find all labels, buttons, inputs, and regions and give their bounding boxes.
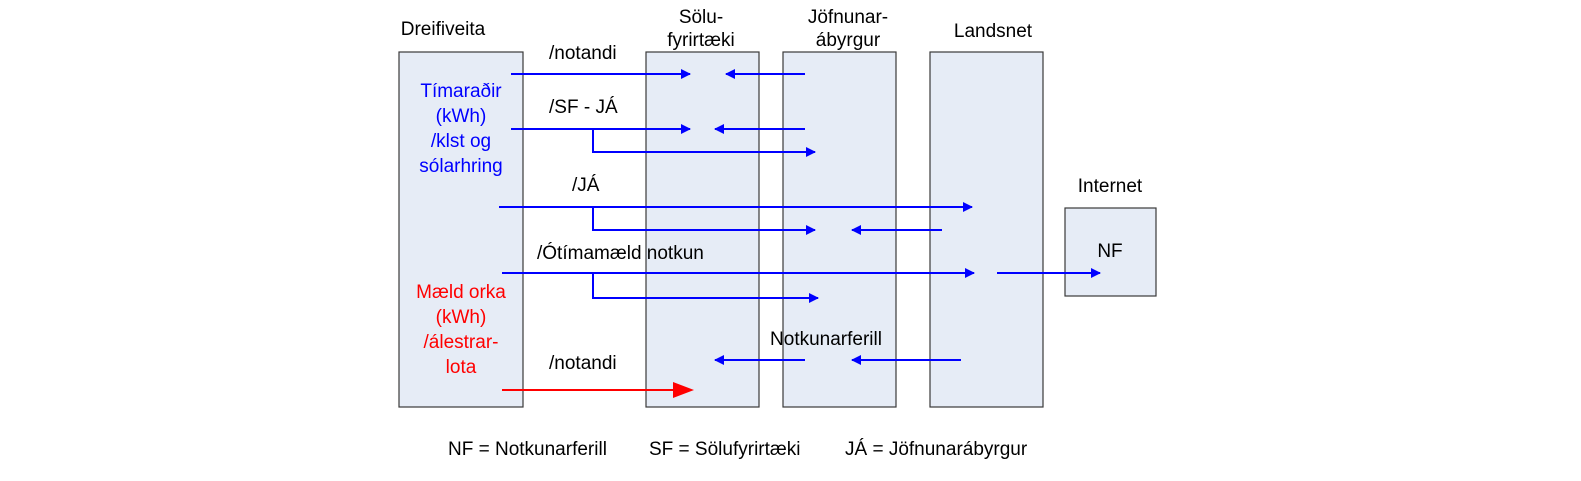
legend-nf: NF = Notkunarferill [448,439,607,460]
arrow-sf-ja-to-jofnunarabyrgur [592,129,816,157]
flow-label-notandi-bottom: /notandi [549,353,617,374]
arrow-maeld-orka-head [673,382,694,398]
arrow-ja-to-jofnunarabyrgur [592,207,816,235]
dreifiveita-box [398,51,524,408]
flow-label-sf-ja: /SF - JÁ [549,97,618,118]
flow-label-otimamaeld: /Ótímamæld notkun [537,242,704,264]
jofnunarabyrgur-header-line2: ábyrgur [816,30,881,51]
maeld-orka-text-line2: (kWh) [436,307,487,328]
internet-box-label: NF [1097,241,1122,262]
flow-label-notkunarferill: Notkunarferill [770,329,882,350]
landsnet-box [929,51,1044,408]
legend-ja: JÁ = Jöfnunarábyrgur [845,439,1028,460]
timaradir-text-line2: (kWh) [436,106,487,127]
maeld-orka-text-line1: Mæld orka [416,282,506,303]
timaradir-text-line3: /klst og [431,131,491,152]
maeld-orka-text-line3: /álestrar- [424,332,499,353]
solufyrirtaeki-header-line2: fyrirtæki [667,30,735,51]
timaradir-text-line1: Tímaraðir [420,81,502,102]
internet-box [1064,207,1157,297]
landsnet-header: Landsnet [954,21,1033,42]
internet-header: Internet [1078,176,1143,197]
arrow-otimamaeld-to-jofnunarabyrgur [592,273,819,303]
flow-label-ja: /JÁ [572,175,600,196]
flow-label-notandi-top: /notandi [549,43,617,64]
dreifiveita-header: Dreifiveita [401,19,486,40]
maeld-orka-text-line4: lota [446,357,477,378]
jofnunarabyrgur-header-line1: Jöfnunar- [808,7,888,28]
timaradir-text-line4: sólarhring [419,156,502,177]
legend-sf: SF = Sölufyrirtæki [649,439,801,460]
solufyrirtaeki-header-line1: Sölu- [679,7,723,28]
